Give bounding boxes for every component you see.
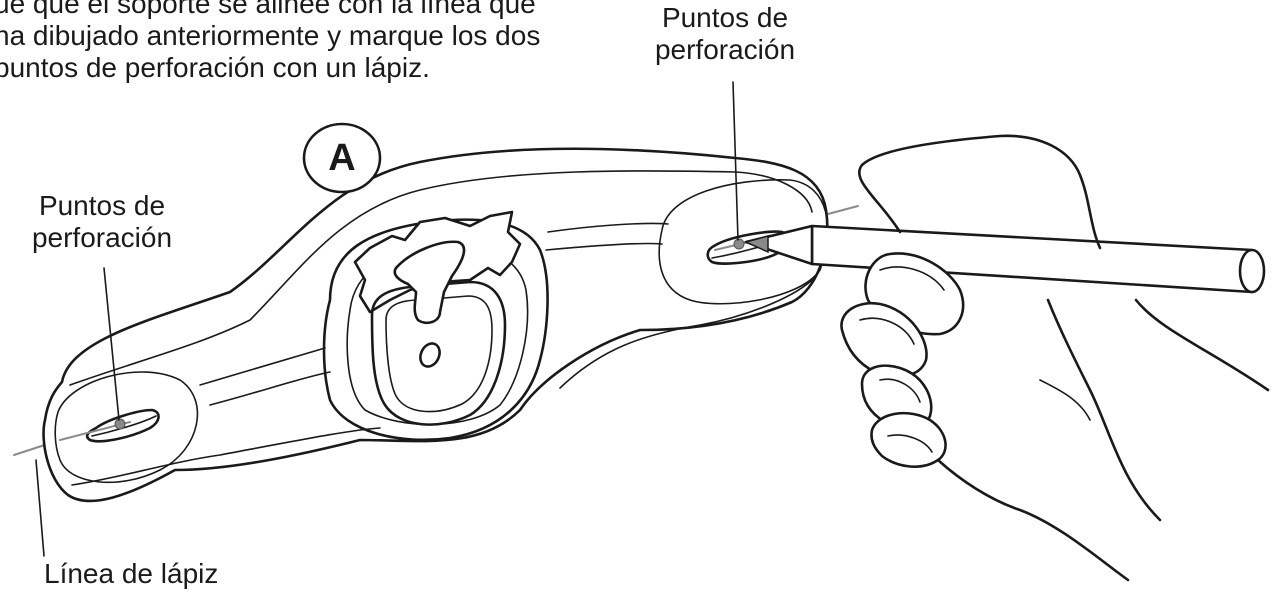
instruction-line-3: puntos de perforación con un lápiz.	[0, 52, 430, 83]
left-leader-line	[103, 267, 120, 421]
pencil-icon	[743, 224, 1266, 294]
hand-icon	[840, 134, 1270, 582]
pencil-line-label: Línea de lápiz	[44, 558, 219, 589]
right-leader-line	[732, 81, 739, 241]
pencil-line-right	[827, 205, 859, 215]
instruction-line-2: na dibujado anteriormente y marque los d…	[0, 20, 541, 51]
left-drill-point-icon	[114, 418, 126, 430]
right-drill-points-label: Puntos de perforación	[654, 2, 796, 65]
instruction-text: ue que el soporte se alinee con la línea…	[0, 0, 634, 84]
step-marker	[302, 122, 382, 194]
instruction-line-1: ue que el soporte se alinee con la línea…	[0, 0, 536, 19]
left-drill-points-label: Puntos de perforación	[31, 190, 173, 253]
step-letter: A	[328, 137, 356, 179]
right-drill-point-icon	[733, 238, 745, 250]
pencil-leader-line	[35, 459, 45, 557]
bracket-icon	[42, 122, 829, 503]
